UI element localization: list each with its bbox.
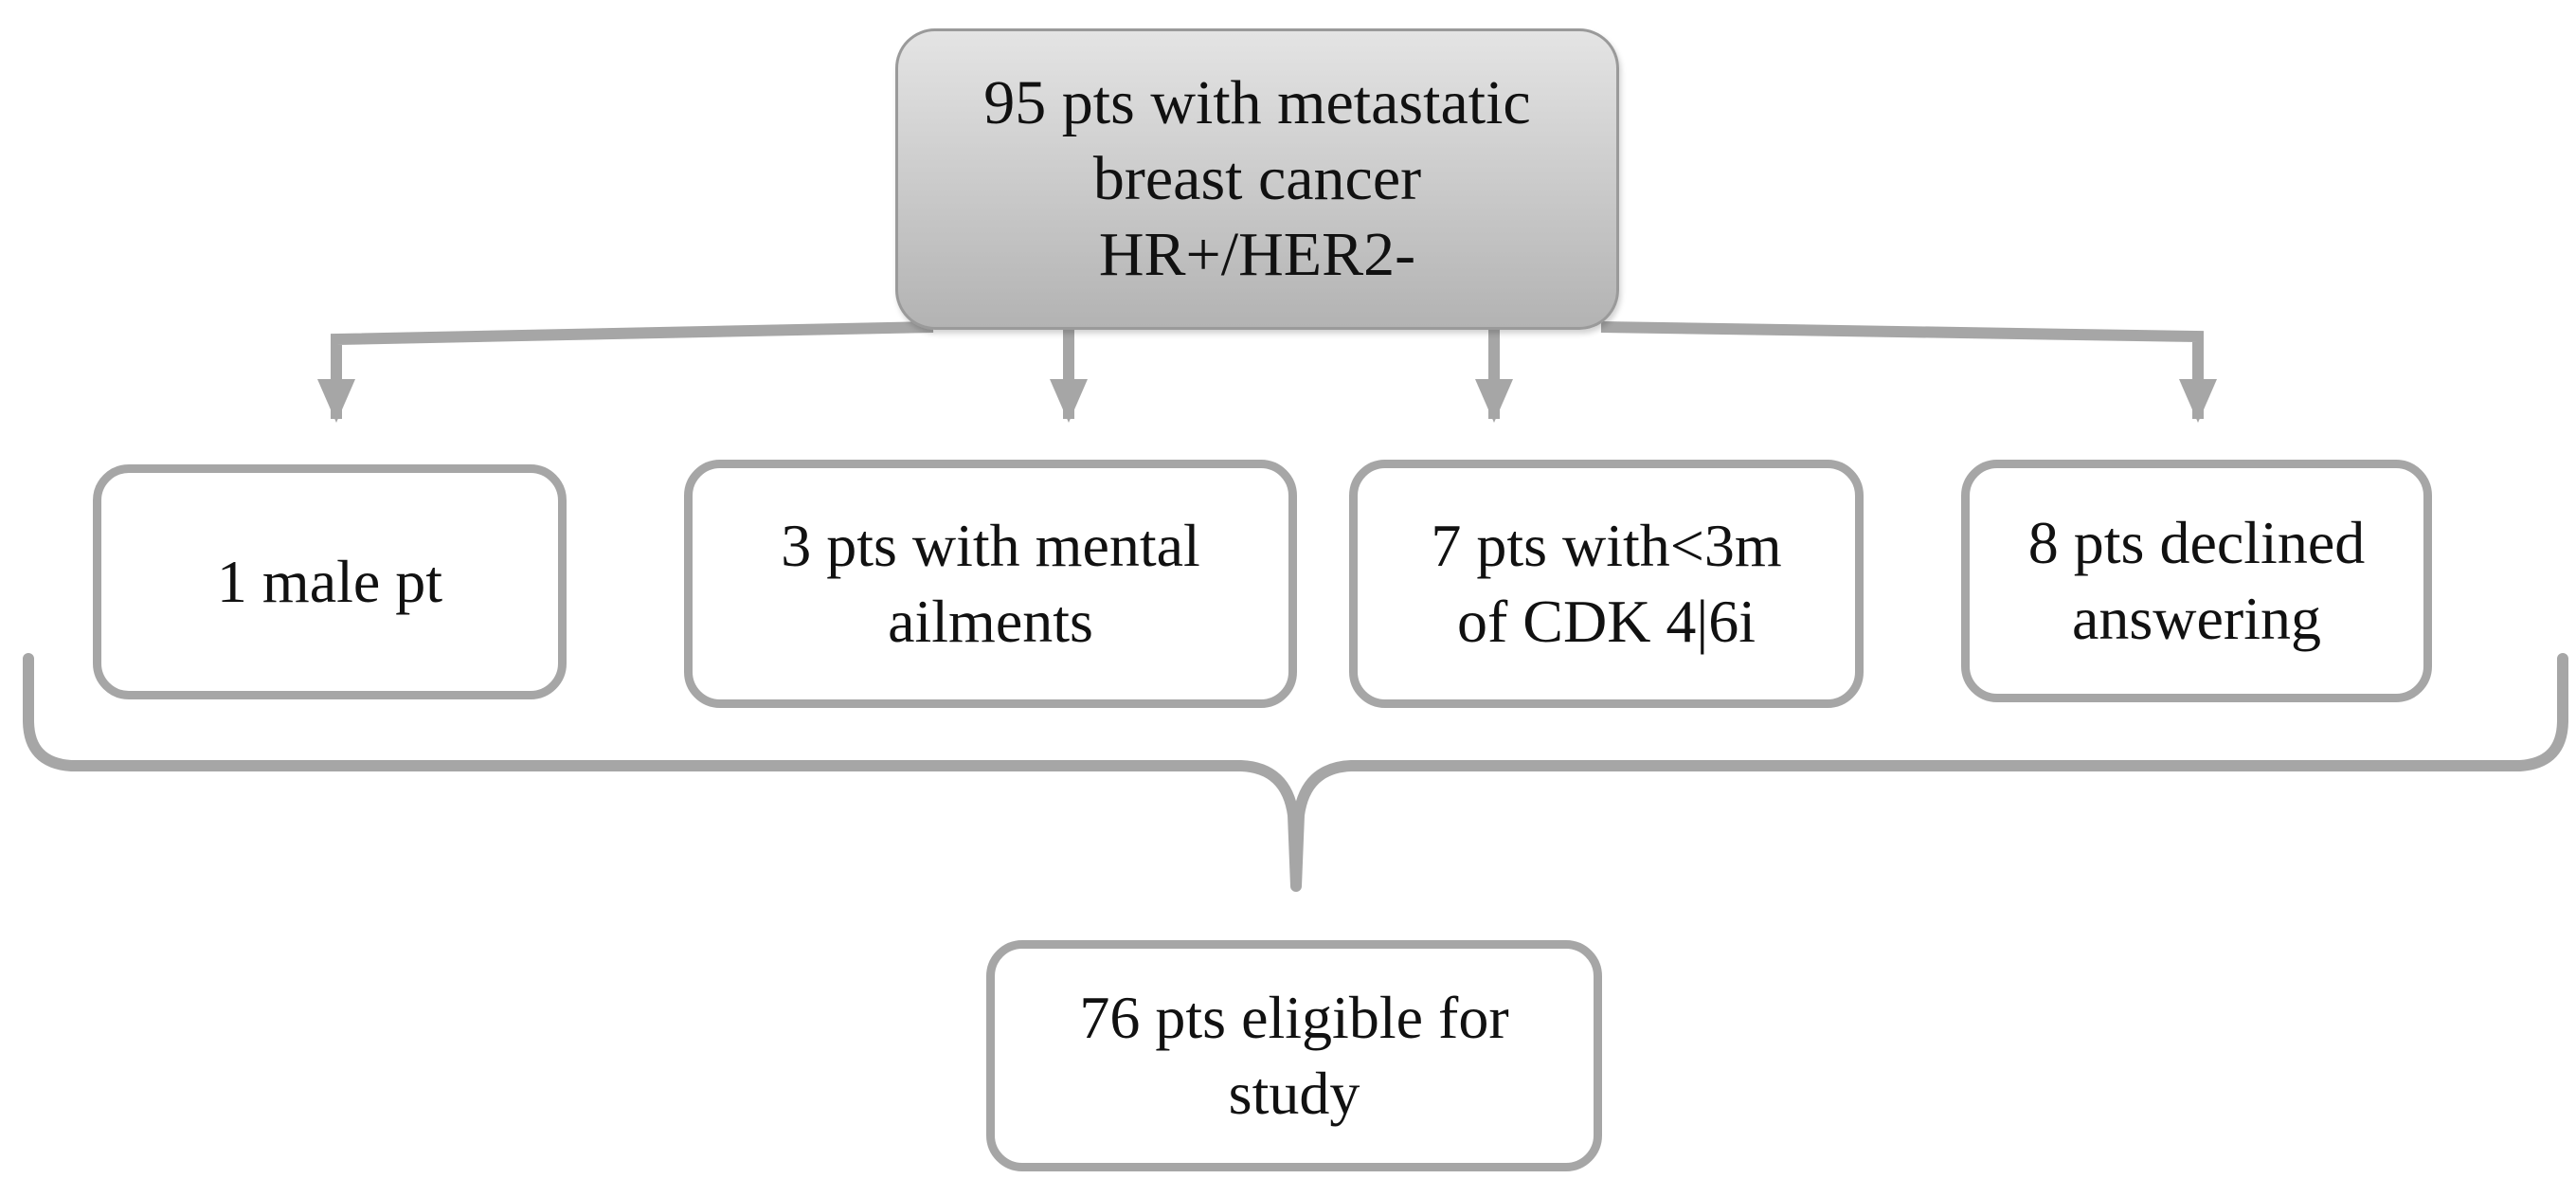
arrow-to-male-pt (317, 321, 934, 423)
population-box: 95 pts with metastatic breast cancer HR+… (895, 28, 1619, 330)
eligible-label: 76 pts eligible for study (1079, 984, 1509, 1127)
exclusion-box-declined: 8 pts declined answering (1961, 460, 2432, 702)
eligible-box: 76 pts eligible for study (986, 940, 1602, 1171)
exclusion-label-cdk: 7 pts with<3m of CDK 4|6i (1431, 512, 1782, 655)
exclusion-label-mental-ailments: 3 pts with mental ailments (781, 512, 1200, 655)
exclusion-box-cdk: 7 pts with<3m of CDK 4|6i (1349, 460, 1864, 708)
exclusion-label-male: 1 male pt (216, 548, 443, 615)
arrow-to-declined (1600, 321, 2217, 423)
exclusion-box-male: 1 male pt (93, 464, 567, 699)
exclusion-label-declined: 8 pts declined answering (2027, 509, 2366, 652)
population-label: 95 pts with metastatic breast cancer HR+… (983, 68, 1531, 289)
grouping-brace (23, 653, 2568, 892)
exclusion-box-mental-ailments: 3 pts with mental ailments (684, 460, 1297, 708)
